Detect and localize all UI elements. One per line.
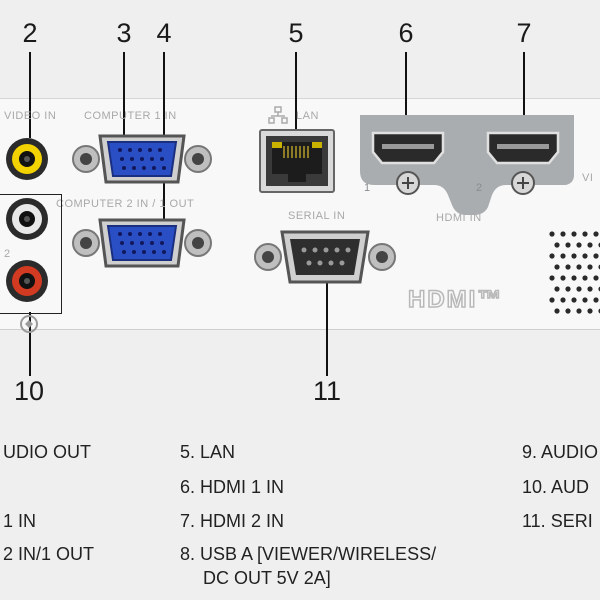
grille-hole <box>582 275 588 281</box>
legend-item-lan: 5. LAN <box>180 442 236 462</box>
grille-hole <box>565 286 571 292</box>
grille-hole <box>576 308 582 314</box>
leader-line-2 <box>29 52 31 138</box>
grille-hole <box>571 231 577 237</box>
legend-item-hdmi2: 7. HDMI 2 IN <box>180 511 285 531</box>
legend-item-audio: 9. AUDIO <box>522 442 599 462</box>
legend-item-computer2: 2 IN/1 OUT <box>3 544 95 564</box>
grille-hole <box>593 231 599 237</box>
grille-hole <box>593 297 599 303</box>
lan-port <box>259 129 335 193</box>
grille-hole <box>582 231 588 237</box>
grille-hole <box>571 253 577 259</box>
grille-hole <box>587 264 593 270</box>
grille-hole <box>565 242 571 248</box>
grille-hole <box>549 297 555 303</box>
grille-hole <box>593 275 599 281</box>
leader-line-3 <box>123 52 125 150</box>
leader-line-10 <box>29 312 31 376</box>
grille-hole <box>554 264 560 270</box>
legend-item-hdmi1: 6. HDMI 1 IN <box>180 477 285 497</box>
leader-line-7 <box>523 52 525 146</box>
callout-6: 6 <box>398 18 414 48</box>
grille-hole <box>549 275 555 281</box>
audio-bracket <box>0 194 62 314</box>
grille-hole <box>587 308 593 314</box>
grille-hole <box>554 286 560 292</box>
grille-hole <box>576 242 582 248</box>
grille-hole <box>560 275 566 281</box>
grille-hole <box>565 264 571 270</box>
hdmi-2-screw <box>511 171 535 195</box>
grille-hole <box>549 253 555 259</box>
vi-partial-label: VI <box>582 172 594 184</box>
grille-hole <box>587 242 593 248</box>
leader-line-5 <box>295 52 297 144</box>
grille-hole <box>576 264 582 270</box>
rca-video-in-jack <box>6 138 48 180</box>
leader-line-11 <box>326 270 328 376</box>
hdmi-2-port <box>486 131 560 165</box>
grille-hole <box>560 253 566 259</box>
rca-audio-red-jack <box>6 260 48 302</box>
legend-item-usb-a: 8. USB A [VIEWER/WIRELESS/ <box>180 544 437 564</box>
rca-audio-white-jack <box>6 198 48 240</box>
callout-7: 7 <box>516 18 532 48</box>
vga-computer1-in-port <box>72 134 212 184</box>
hdmi-1-number: 1 <box>364 182 371 194</box>
grille-hole <box>549 231 555 237</box>
callout-10: 10 <box>13 376 45 406</box>
legend-item-audio-out: UDIO OUT <box>3 442 91 462</box>
hdmi-1-screw <box>396 171 420 195</box>
network-icon <box>268 106 288 124</box>
hdmi-2-number: 2 <box>476 182 483 194</box>
legend-item-audio-2: 10. AUD <box>522 477 590 497</box>
video-in-label: VIDEO IN <box>4 110 57 122</box>
audio-2-label: 2 <box>4 248 11 260</box>
vga-computer2-port <box>72 218 212 268</box>
computer2-label: COMPUTER 2 IN / 1 OUT <box>56 198 195 210</box>
audio-symbol-icon <box>20 315 38 333</box>
computer1-in-label: COMPUTER 1 IN <box>84 110 177 122</box>
grille-hole <box>554 242 560 248</box>
grille-hole <box>587 286 593 292</box>
callout-4: 4 <box>156 18 172 48</box>
callout-3: 3 <box>116 18 132 48</box>
grille-hole <box>571 275 577 281</box>
leader-line-6 <box>405 52 407 146</box>
lan-label: LAN <box>296 110 319 122</box>
grille-hole <box>582 253 588 259</box>
grille-hole <box>565 308 571 314</box>
hdmi-logo: HDMI™ <box>407 285 504 314</box>
legend-item-serial: 11. SERI <box>522 511 593 531</box>
grille-hole <box>576 286 582 292</box>
grille-hole <box>554 308 560 314</box>
grille-hole <box>560 297 566 303</box>
grille-hole <box>593 253 599 259</box>
grille-hole <box>560 231 566 237</box>
legend-item-computer1-in: 1 IN <box>3 511 37 531</box>
hdmi-1-port <box>371 131 445 165</box>
grille-hole <box>571 297 577 303</box>
serial-in-port <box>254 230 396 284</box>
legend-item-usb-a-cont: DC OUT 5V 2A] <box>203 568 331 588</box>
callout-11: 11 <box>312 376 342 406</box>
callout-5: 5 <box>288 18 304 48</box>
speaker-grille <box>549 231 600 314</box>
grille-hole <box>582 297 588 303</box>
serial-in-label: SERIAL IN <box>288 210 346 222</box>
callout-2: 2 <box>22 18 38 48</box>
